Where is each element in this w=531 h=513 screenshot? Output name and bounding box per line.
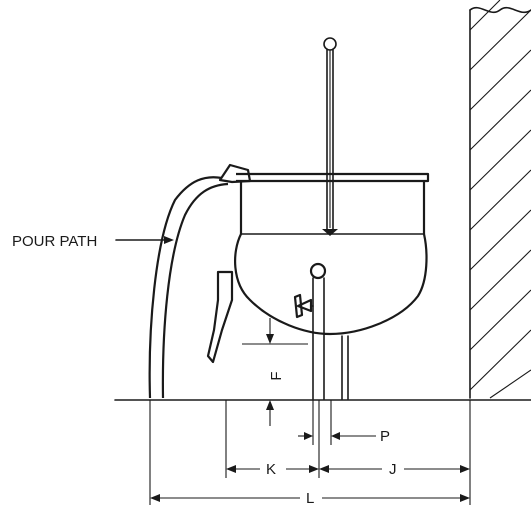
dim-p-label: P <box>380 428 390 445</box>
valve-cross-handle <box>293 293 304 319</box>
agitator-shaft <box>326 49 334 231</box>
dim-k-arrowhead-left <box>226 465 236 473</box>
dim-j-arrowhead-right <box>460 465 470 473</box>
agitator-top-knob <box>323 37 337 51</box>
kettle-leg <box>341 335 349 400</box>
dim-k-arrowhead-right <box>309 465 319 473</box>
dim-j-arrowhead-left <box>319 465 329 473</box>
dim-f-top-arrowhead <box>266 334 274 344</box>
wall <box>469 0 531 399</box>
pour-path-arrowhead <box>164 236 174 244</box>
kettle <box>206 37 430 400</box>
pour-spout <box>218 163 252 184</box>
kettle-bowl <box>234 233 428 336</box>
dimension-k-j: K J <box>225 400 471 478</box>
dim-j-label: J <box>389 461 397 478</box>
dimension-l: L <box>149 400 471 507</box>
kettle-upper-body <box>239 181 426 234</box>
wall-break <box>469 6 531 14</box>
dim-p-left-arrowhead <box>304 432 313 440</box>
dim-f-bottom-arrowhead <box>266 400 274 410</box>
pour-path-outer-curve <box>148 176 223 399</box>
dim-f-label: F <box>268 371 285 380</box>
dimension-p: P <box>298 400 390 445</box>
dim-l-arrowhead-left <box>150 494 160 502</box>
dim-k-label: K <box>266 461 276 478</box>
tilt-bracket <box>206 270 234 364</box>
dim-p-right-arrowhead <box>331 432 340 440</box>
wall-hatching <box>470 0 531 399</box>
dim-l-arrowhead-right <box>460 494 470 502</box>
dim-l-label: L <box>306 490 314 507</box>
valve-body <box>312 277 325 400</box>
pour-path-inner-curve <box>161 182 229 399</box>
kettle-rim <box>236 172 430 183</box>
dimension-f: F <box>242 318 308 426</box>
draw-off-valve <box>293 262 327 400</box>
pour-path-label: POUR PATH <box>12 233 97 250</box>
pour-path <box>115 176 229 399</box>
valve-knob <box>309 262 327 280</box>
agitator-tip <box>322 229 338 236</box>
